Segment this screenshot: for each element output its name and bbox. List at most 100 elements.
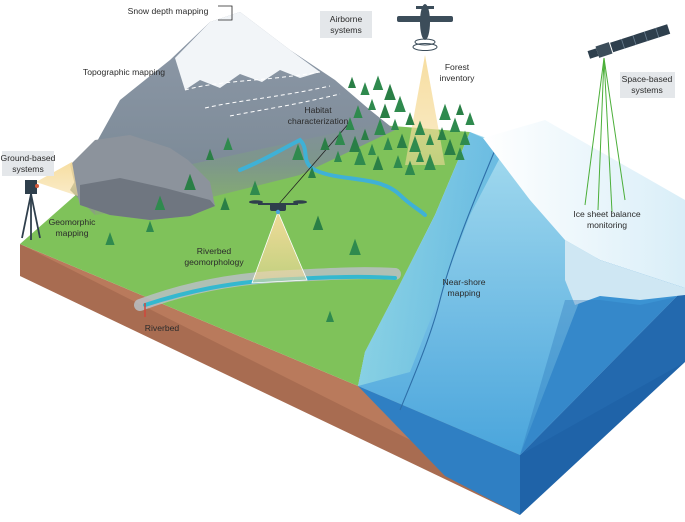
tree xyxy=(459,130,471,145)
terrestrial-scanner-icon xyxy=(21,180,41,240)
tree xyxy=(292,143,304,160)
ice-sheet-cliff xyxy=(565,240,685,305)
tree xyxy=(353,105,363,118)
snow-depth-contour-3 xyxy=(229,93,341,117)
tree xyxy=(206,148,214,160)
tree xyxy=(105,232,115,245)
label-airborne-line2: systems xyxy=(330,25,362,35)
label-geomorphic-line1: Geomorphic xyxy=(49,217,97,227)
satellite-beam-4 xyxy=(603,57,626,201)
ocean-right-face xyxy=(520,288,685,515)
tree xyxy=(184,173,196,190)
tree xyxy=(455,147,465,160)
tree xyxy=(437,127,447,140)
label-snow-depth: Snow depth mapping xyxy=(128,6,209,16)
tree xyxy=(393,155,403,168)
tree xyxy=(424,153,436,170)
satellite-beam-1 xyxy=(584,57,605,206)
drone-lidar-beam xyxy=(251,210,308,284)
tree xyxy=(349,135,361,152)
tree xyxy=(404,160,416,175)
tree xyxy=(465,112,475,125)
tree xyxy=(372,155,384,170)
label-ground-line1: Ground-based xyxy=(1,153,56,163)
label-forest-line1: Forest xyxy=(445,62,470,72)
label-habitat-line1: Habitat xyxy=(304,105,332,115)
tree xyxy=(384,83,396,100)
label-geomorphic-line2: mapping xyxy=(56,228,89,238)
tree xyxy=(439,103,451,120)
ground-scanner-beam xyxy=(36,162,78,196)
label-topographic: Topographic mapping xyxy=(83,67,165,77)
satellite-icon xyxy=(587,24,671,59)
tree xyxy=(414,120,426,135)
tree xyxy=(374,118,386,135)
tree xyxy=(394,95,406,112)
rock-outcrop-shade xyxy=(80,178,215,220)
tree xyxy=(368,98,376,110)
tree xyxy=(349,238,361,255)
airborne-label-box xyxy=(320,11,372,38)
tree xyxy=(154,195,166,210)
label-icesheet-line2: monitoring xyxy=(587,220,627,230)
snow-depth-contour-1 xyxy=(184,71,321,91)
label-space-line1: Space-based xyxy=(622,74,673,84)
tree xyxy=(383,137,393,150)
ocean-front-face xyxy=(358,386,520,515)
tree xyxy=(372,75,384,90)
habitat-leader-line xyxy=(277,121,351,206)
tree xyxy=(326,310,334,322)
tree xyxy=(146,220,154,232)
tree xyxy=(308,166,316,178)
snow-cap xyxy=(175,12,320,90)
label-riverbed: Riverbed xyxy=(145,323,180,333)
label-forest-line2: inventory xyxy=(440,73,476,83)
tree xyxy=(354,148,366,165)
river xyxy=(238,137,427,217)
label-riverbed-geo-line2: geomorphology xyxy=(184,257,244,267)
airplane-icon xyxy=(397,4,453,51)
ground-label-box xyxy=(2,151,54,176)
tree xyxy=(405,112,415,125)
label-nearshore-line1: Near-shore xyxy=(443,277,486,287)
tree xyxy=(312,215,324,230)
snow-depth-bracket xyxy=(218,5,233,21)
label-space-line2: systems xyxy=(631,85,663,95)
label-habitat-line2: characterization xyxy=(288,116,349,126)
satellite-beam-2 xyxy=(597,57,605,211)
ocean-surface xyxy=(358,132,600,455)
tree xyxy=(334,130,346,145)
tree xyxy=(426,133,434,145)
tree xyxy=(444,138,456,155)
label-riverbed-geo-line1: Riverbed xyxy=(197,246,232,256)
label-nearshore-line2: mapping xyxy=(448,288,481,298)
label-ground-line2: systems xyxy=(12,164,44,174)
tree xyxy=(409,135,421,152)
space-label-box xyxy=(620,72,675,98)
tree xyxy=(391,118,399,130)
tree xyxy=(220,197,230,210)
tree xyxy=(449,117,461,132)
near-shore-shallows xyxy=(358,132,505,386)
forest xyxy=(105,75,475,322)
tree xyxy=(345,117,355,130)
tree xyxy=(348,76,356,88)
tree xyxy=(456,103,464,115)
tree xyxy=(368,143,376,155)
tree xyxy=(379,103,391,118)
tree xyxy=(334,150,342,162)
tree xyxy=(249,180,261,195)
ice-sheet-top xyxy=(483,120,685,288)
tree xyxy=(361,128,369,140)
drone-icon xyxy=(249,200,307,215)
seafloor-contour xyxy=(399,149,496,411)
label-airborne-line1: Airborne xyxy=(330,14,363,24)
satellite-beam-3 xyxy=(603,57,613,213)
tree xyxy=(416,150,424,162)
tree xyxy=(360,82,370,95)
tree xyxy=(223,137,233,150)
label-icesheet-line1: Ice sheet balance xyxy=(573,209,641,219)
ice-sheet-side xyxy=(520,295,685,455)
tree xyxy=(396,133,408,148)
